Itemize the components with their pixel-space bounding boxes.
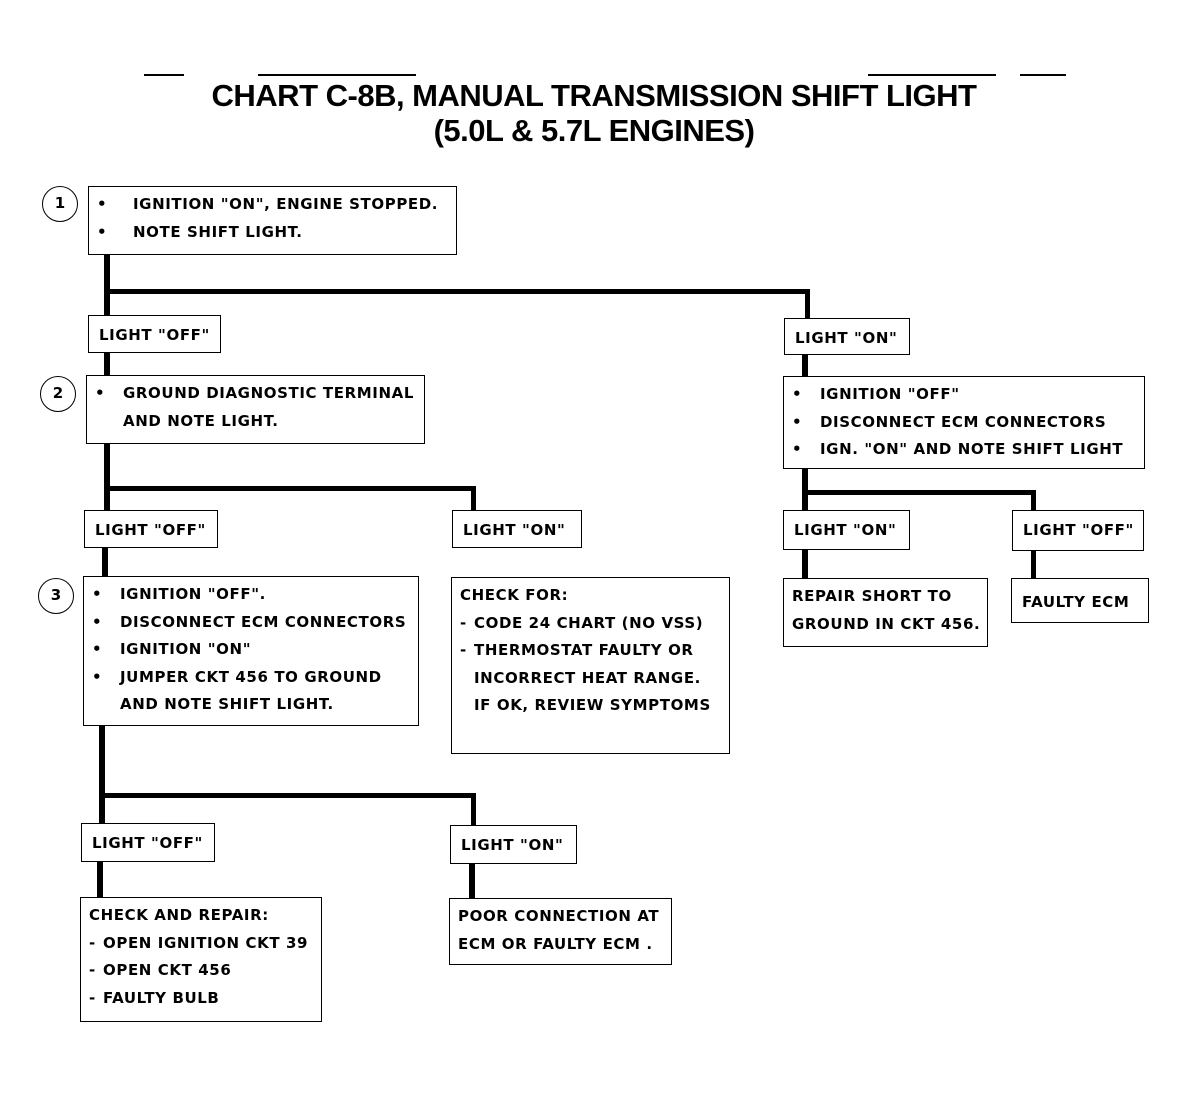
light-off-label-1: LIGHT "OFF" (88, 315, 221, 353)
light-off-label-3: LIGHT "OFF" (81, 823, 215, 862)
dash-glyph: - (460, 641, 467, 659)
connector (104, 289, 810, 294)
poor-connection-line: ECM OR FAULTY ECM . (458, 934, 653, 953)
top-rule-left-2 (258, 74, 416, 76)
bullet-glyph: • (92, 612, 103, 631)
connector (469, 862, 475, 898)
connector (1031, 490, 1036, 511)
connector (471, 793, 476, 826)
light-on-label-1: LIGHT "ON" (784, 318, 910, 355)
step-1-item: •NOTE SHIFT LIGHT. (97, 219, 448, 247)
dash-glyph: - (89, 961, 96, 979)
check-for-item: -THERMOSTAT FAULTY OR (460, 637, 721, 665)
light-on-label-2: LIGHT "ON" (452, 510, 582, 548)
top-rule-right-2 (1020, 74, 1066, 76)
check-for-heading: CHECK FOR: (460, 586, 569, 604)
check-repair-item: -FAULTY BULB (89, 985, 313, 1013)
light-off-label-2: LIGHT "OFF" (84, 510, 218, 548)
dash-glyph: - (89, 933, 96, 952)
connector (805, 289, 810, 320)
chart-subtitle: (5.0L & 5.7L ENGINES) (433, 113, 755, 148)
connector (97, 860, 103, 898)
top-rule-left (144, 74, 184, 76)
ignition-off-check-box: •IGNITION "OFF" •DISCONNECT ECM CONNECTO… (783, 376, 1145, 469)
repair-short-line: REPAIR SHORT TO (792, 587, 952, 605)
connector (1031, 550, 1036, 578)
connector (802, 490, 1036, 495)
connector (471, 486, 476, 512)
bullet-glyph: • (97, 222, 108, 241)
step-3-item: AND NOTE SHIFT LIGHT. (120, 695, 334, 713)
light-on-label-3: LIGHT "ON" (450, 825, 577, 864)
repair-short-box: REPAIR SHORT TO GROUND IN CKT 456. (783, 578, 988, 647)
chart-title: CHART C-8B, MANUAL TRANSMISSION SHIFT LI… (211, 78, 977, 113)
step-2-circle: 2 (40, 376, 76, 412)
connector (802, 468, 808, 510)
check-for-box: CHECK FOR: -CODE 24 CHART (NO VSS) -THER… (451, 577, 730, 754)
check-for-continuation: INCORRECT HEAT RANGE. (474, 668, 701, 687)
step-2-box: •GROUND DIAGNOSTIC TERMINAL AND NOTE LIG… (86, 375, 425, 444)
right-check-item: •DISCONNECT ECM CONNECTORS (792, 409, 1136, 437)
top-rule-right (868, 74, 996, 76)
connector (802, 354, 808, 376)
dash-glyph: - (89, 988, 96, 1007)
connector (104, 254, 110, 316)
poor-connection-box: POOR CONNECTION AT ECM OR FAULTY ECM . (449, 898, 672, 965)
step-1-box: •IGNITION "ON", ENGINE STOPPED. •NOTE SH… (88, 186, 457, 255)
connector (102, 546, 108, 577)
bullet-glyph: • (92, 640, 103, 658)
right-check-item: •IGNITION "OFF" (792, 381, 1136, 409)
bullet-glyph: • (792, 412, 803, 431)
right-check-item: •IGN. "ON" AND NOTE SHIFT LIGHT (792, 436, 1136, 464)
step-3-item: •DISCONNECT ECM CONNECTORS (92, 609, 410, 637)
step-3-item: •JUMPER CKT 456 TO GROUND (92, 664, 410, 692)
check-repair-heading: CHECK AND REPAIR: (89, 906, 269, 924)
check-repair-item: -OPEN CKT 456 (89, 957, 313, 985)
check-for-item: -CODE 24 CHART (NO VSS) (460, 610, 721, 638)
connector (99, 793, 476, 798)
repair-short-line: GROUND IN CKT 456. (792, 614, 981, 633)
poor-connection-line: POOR CONNECTION AT (458, 907, 660, 925)
connector (104, 486, 476, 491)
bullet-glyph: • (95, 384, 106, 402)
step-3-box: •IGNITION "OFF". •DISCONNECT ECM CONNECT… (83, 576, 419, 726)
check-and-repair-box: CHECK AND REPAIR: -OPEN IGNITION CKT 39 … (80, 897, 322, 1022)
faulty-ecm-box: FAULTY ECM (1011, 578, 1149, 623)
step-1-item: •IGNITION "ON", ENGINE STOPPED. (97, 191, 448, 219)
bullet-glyph: • (792, 440, 803, 458)
step-2-item: •GROUND DIAGNOSTIC TERMINAL (95, 380, 416, 408)
light-on-label-right: LIGHT "ON" (783, 510, 910, 550)
connector (104, 443, 110, 512)
bullet-glyph: • (792, 385, 803, 403)
check-repair-item: -OPEN IGNITION CKT 39 (89, 930, 313, 958)
step-1-circle: 1 (42, 186, 78, 222)
step-3-item: •IGNITION "OFF". (92, 581, 410, 609)
step-3-circle: 3 (38, 578, 74, 614)
connector (802, 548, 808, 578)
connector (99, 724, 105, 824)
bullet-glyph: • (92, 585, 103, 603)
dash-glyph: - (460, 613, 467, 632)
check-for-continuation: IF OK, REVIEW SYMPTOMS (474, 696, 711, 714)
bullet-glyph: • (97, 195, 108, 213)
step-3-item: •IGNITION "ON" (92, 636, 410, 664)
connector (104, 352, 110, 376)
light-off-label-right: LIGHT "OFF" (1012, 510, 1144, 551)
step-2-item: AND NOTE LIGHT. (123, 411, 279, 430)
bullet-glyph: • (92, 667, 103, 686)
